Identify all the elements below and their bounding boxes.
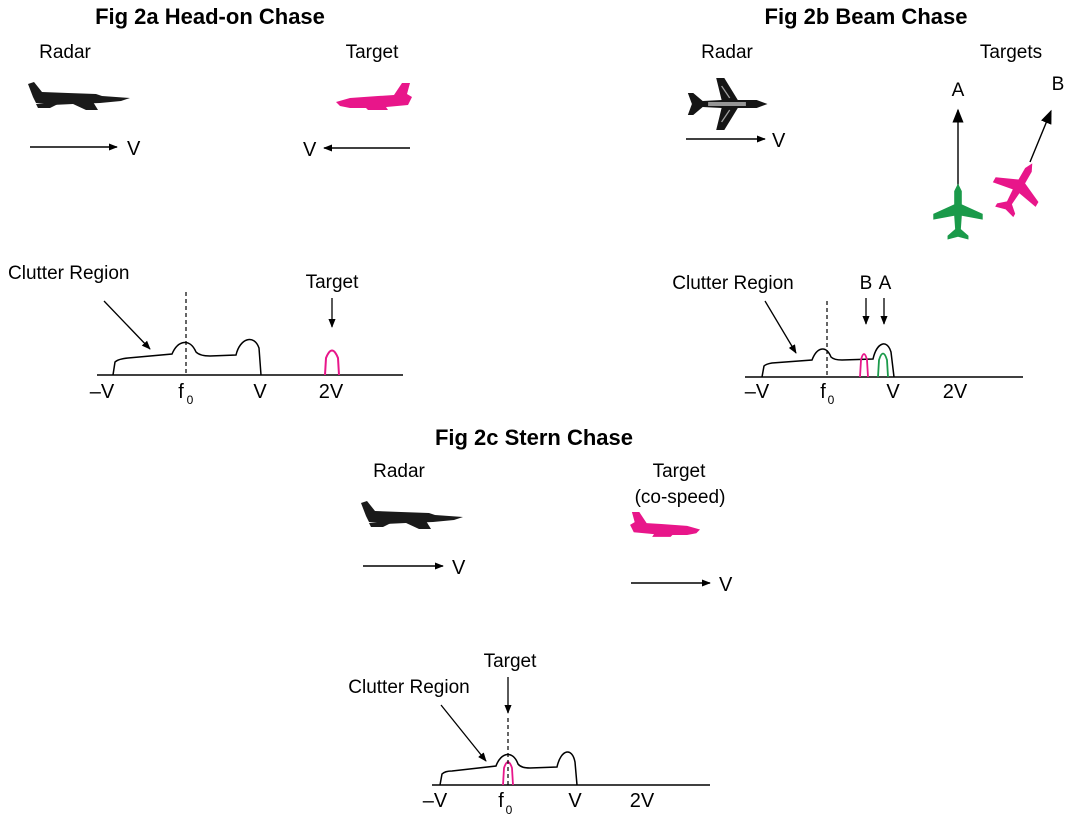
target-jet-top-icon: [982, 150, 1054, 225]
target-a-label: A: [952, 80, 965, 101]
panel-b-radar-label: Radar: [701, 42, 753, 63]
panel-b-targets-label: Targets: [980, 42, 1042, 63]
axis-2v-label: 2V: [319, 381, 344, 403]
panel-a-title: Fig 2a Head-on Chase: [95, 4, 325, 29]
axis-f0-subscript: 0: [187, 393, 194, 407]
radar-velocity-label: V: [127, 138, 141, 160]
spectrum-target-label: Target: [484, 651, 538, 672]
panel-c-title: Fig 2c Stern Chase: [435, 425, 633, 450]
axis-f0-label: f: [178, 381, 184, 403]
panel-c-target-label-line1: Target: [653, 461, 707, 482]
panel-b-title: Fig 2b Beam Chase: [765, 4, 968, 29]
clutter-spectrum: [112, 338, 262, 376]
clutter-spectrum: [761, 343, 895, 378]
spectrum-b-label: B: [860, 273, 873, 294]
target-velocity-label: V: [303, 139, 317, 161]
target-return-peak: [324, 349, 340, 376]
target-b-heading-arrow: [1029, 109, 1052, 163]
radar-velocity-label: V: [452, 557, 466, 579]
axis-f0-subscript: 0: [506, 803, 513, 817]
axis-v-label: V: [568, 790, 582, 812]
target-a-return-peak: [877, 352, 889, 378]
panel-b-beam-chase: Fig 2b Beam Chase Radar Targets V A B Cl…: [672, 4, 1064, 407]
target-jet-side-icon: [630, 512, 700, 537]
axis-f0-subscript: 0: [828, 393, 835, 407]
axis-v-label: V: [886, 381, 900, 403]
panel-b-clutter-label: Clutter Region: [672, 273, 793, 294]
radar-jet-top-icon: [687, 78, 768, 130]
target-jet-side-icon: [336, 83, 412, 110]
clutter-pointer-arrow: [764, 300, 797, 354]
axis-f0-label: f: [498, 790, 504, 812]
radar-velocity-label: V: [772, 130, 786, 152]
axis-2v-label: 2V: [943, 381, 968, 403]
target-jet-top-icon: [933, 183, 983, 240]
panel-a-target-label: Target: [346, 42, 400, 63]
axis-neg-v-label: –V: [745, 381, 770, 403]
target-b-return-peak: [859, 353, 869, 378]
axis-v-label: V: [253, 381, 267, 403]
panel-a-head-on-chase: Fig 2a Head-on Chase Radar Target V V Cl…: [8, 4, 412, 407]
panel-c-stern-chase: Fig 2c Stern Chase Radar Target (co-spee…: [348, 425, 733, 817]
spectrum-target-label: Target: [306, 272, 360, 293]
panel-a-clutter-label: Clutter Region: [8, 263, 129, 284]
panel-c-radar-label: Radar: [373, 461, 425, 482]
panel-c-target-label-line2: (co-speed): [635, 487, 726, 508]
target-b-label: B: [1052, 74, 1065, 95]
axis-neg-v-label: –V: [423, 790, 448, 812]
axis-f0-label: f: [820, 381, 826, 403]
clutter-pointer-arrow: [440, 704, 487, 762]
clutter-spectrum: [439, 751, 578, 786]
radar-jet-side-icon: [361, 501, 463, 529]
clutter-pointer-arrow: [103, 300, 151, 350]
panel-a-radar-label: Radar: [39, 42, 91, 63]
spectrum-a-label: A: [879, 273, 892, 294]
axis-2v-label: 2V: [630, 790, 655, 812]
target-velocity-label: V: [719, 574, 733, 596]
panel-c-clutter-label: Clutter Region: [348, 677, 469, 698]
radar-jet-side-icon: [28, 82, 130, 110]
axis-neg-v-label: –V: [90, 381, 115, 403]
